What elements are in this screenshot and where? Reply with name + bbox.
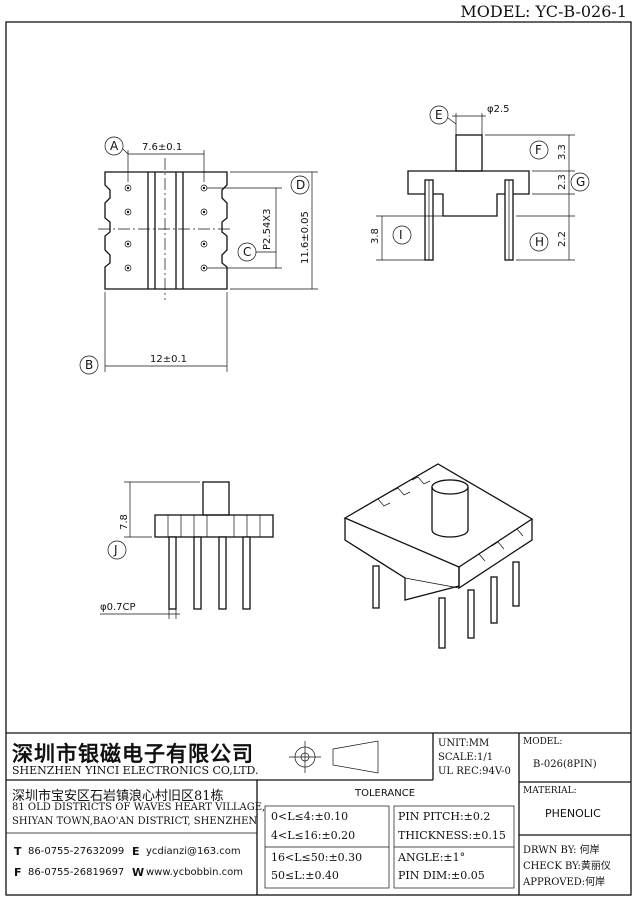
tolerance-1: 0<L≤4:±0.10 [271, 810, 349, 823]
company-address-cn: 深圳市宝安区石岩镇浪心村旧区81栋 [12, 789, 224, 804]
scale: SCALE:1/1 [438, 752, 494, 763]
title-block-grid [6, 732, 631, 895]
thickness-tolerance: THICKNESS:±0.15 [398, 829, 506, 842]
pin-dim-tolerance: PIN DIM:±0.05 [398, 869, 485, 882]
company-address-en-1: 81 OLD DISTRICTS OF WAVES HEART VILLAGE, [12, 802, 266, 813]
angle-tolerance: ANGLE:±1° [398, 851, 466, 864]
tolerance-2: 4<L≤16:±0.20 [271, 829, 356, 842]
side-view: φ2.5 E 3.3 2.3 2.2 F G H 3.8 I [370, 104, 590, 261]
model-value: B-026(8PIN) [533, 759, 597, 770]
approved-by: APPROVED:何岸 [523, 877, 606, 888]
email-address: ycdianzi@163.com [146, 846, 241, 857]
label-f: F [535, 143, 542, 157]
dim-i-label: 3.8 [370, 228, 381, 244]
top-view: 7.6±0.1 A 12±0.1 B P2.54X3 C 11.6±0.05 D [79, 136, 318, 375]
model-header: MODEL: YC-B-026-1 [460, 2, 627, 21]
isometric-view [343, 463, 534, 649]
dim-a-label: 7.6±0.1 [142, 142, 182, 153]
material-label: MATERIAL: [523, 786, 577, 796]
label-g: G [576, 175, 585, 189]
email-label: E [132, 845, 140, 858]
label-b: B [85, 358, 93, 372]
dim-g-label: 2.3 [557, 174, 568, 190]
dim-b-label: 12±0.1 [150, 354, 187, 365]
company-address-en-2: SHIYAN TOWN,BAO'AN DISTRICT, SHENZHEN [12, 816, 258, 827]
web-label: W [132, 866, 145, 879]
dim-c-label: P2.54X3 [262, 208, 273, 250]
dim-j-label: 7.8 [119, 514, 130, 530]
tolerance-3: 16<L≤50:±0.30 [271, 851, 363, 864]
material-value: PHENOLIC [545, 807, 601, 820]
unit: UNIT:MM [438, 738, 490, 749]
label-c: C [243, 245, 251, 259]
pin-pitch-tolerance: PIN PITCH:±0.2 [398, 810, 491, 823]
fax-label: F [14, 866, 22, 879]
drawn-by: DRWN BY: 何岸 [523, 845, 600, 856]
label-e: E [435, 108, 443, 122]
checked-by: CHECK BY:黄丽仪 [523, 861, 611, 872]
model-label: MODEL: [523, 737, 563, 747]
label-h: H [535, 235, 544, 249]
label-j: J [113, 543, 118, 557]
dim-d-label: 11.6±0.05 [300, 211, 311, 264]
tel-label: T [14, 845, 22, 858]
label-a: A [110, 139, 119, 153]
dim-f-label: 3.3 [557, 144, 568, 160]
label-i: I [399, 228, 403, 242]
drawing-frame [5, 21, 632, 896]
fax-number: 86-0755-26819697 [28, 867, 125, 878]
company-name-en: SHENZHEN YINCI ELECTRONICS CO,LTD. [12, 764, 259, 777]
tolerance-4: 50≤L:±0.40 [271, 869, 339, 882]
tel-number: 86-0755-27632099 [28, 846, 125, 857]
tolerance-title: TOLERANCE [355, 788, 416, 799]
front-view: 7.8 J φ0.7CP [100, 481, 274, 619]
web-address: www.ycbobbin.com [146, 867, 244, 878]
dim-pin-label: φ0.7CP [100, 602, 136, 613]
company-name-cn: 深圳市银磁电子有限公司 [12, 741, 254, 766]
label-d: D [296, 178, 305, 192]
dim-h-label: 2.2 [557, 231, 568, 247]
ul-rec: UL REC:94V-0 [438, 766, 511, 777]
dim-e-label: φ2.5 [487, 104, 510, 115]
